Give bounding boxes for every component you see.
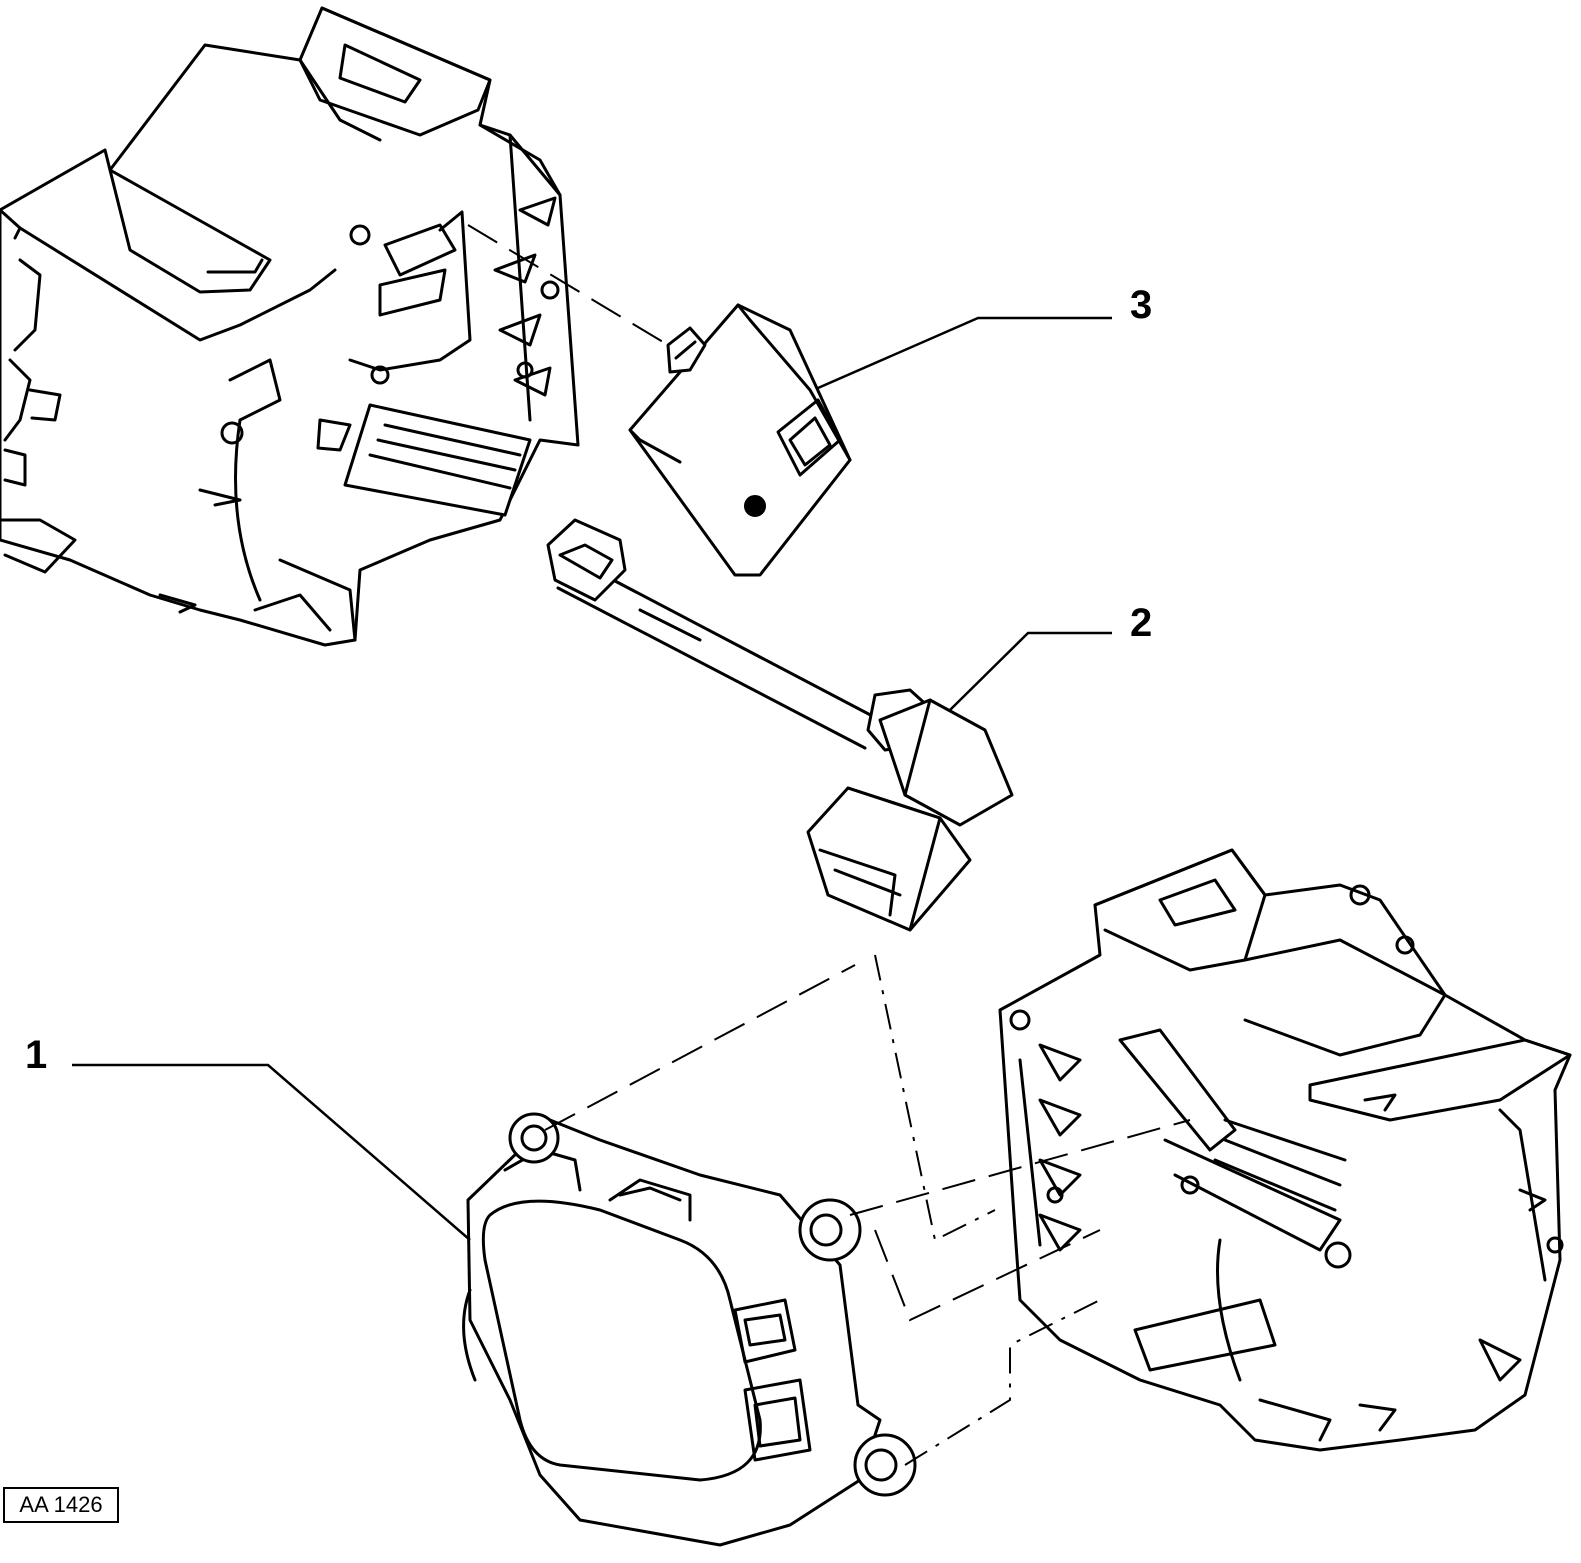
callout-1: 1 (25, 1033, 471, 1241)
alignment-line-3 (467, 224, 669, 346)
alignment-line-c (849, 1119, 1191, 1216)
figure-code-label: AA 1426 (3, 1487, 119, 1523)
alignment-line-e (904, 1299, 1101, 1466)
leader-line-3 (817, 316, 1112, 390)
callout-3: 3 (817, 283, 1152, 390)
callout-label-3: 3 (1130, 283, 1152, 327)
callout-label-1: 1 (25, 1033, 47, 1077)
callout-2: 2 (949, 601, 1152, 711)
actuator-motor-part-1 (462, 1112, 917, 1547)
leader-line-2 (949, 631, 1112, 711)
leader-line-1 (72, 1063, 471, 1241)
control-unit-part-3 (628, 303, 852, 577)
alignment-line-d (874, 1229, 1101, 1322)
callout-label-2: 2 (1130, 601, 1152, 645)
heater-housing-lower (998, 848, 1572, 1452)
alignment-line-a (544, 964, 856, 1131)
alignment-line-b (874, 954, 996, 1242)
sensor-part-2 (546, 518, 1014, 932)
heater-housing-upper (0, 6, 580, 647)
